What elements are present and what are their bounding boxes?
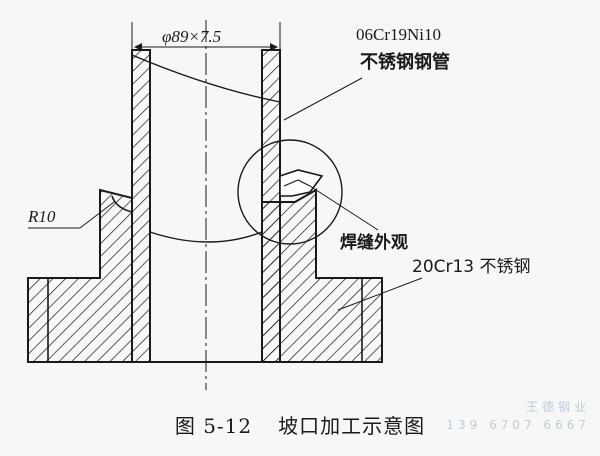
weld-callout: 焊缝外观 — [309, 185, 408, 253]
diameter-dimension: φ89×7.5 — [131, 22, 281, 52]
flange-body — [27, 188, 383, 363]
flange-material-callout: 20Cr13 不锈钢 — [337, 257, 531, 311]
flange-material-label: 20Cr13 不锈钢 — [412, 257, 531, 277]
r10-fillet — [111, 195, 133, 213]
watermark: 王德钢业 139 6707 6667 — [446, 398, 590, 434]
radius-callout: R10 — [27, 201, 115, 229]
radius-label: R10 — [27, 207, 56, 226]
stainless-pipe — [131, 20, 281, 390]
diameter-label: φ89×7.5 — [162, 27, 221, 46]
weld-label: 焊缝外观 — [340, 232, 408, 253]
pipe-material-name: 不锈钢钢管 — [360, 51, 450, 73]
figure-caption: 图 5-12 坡口加工示意图 — [0, 410, 600, 439]
weld-bead — [279, 169, 324, 197]
pipe-material-callout: 06Cr19Ni10 不锈钢钢管 — [283, 25, 450, 121]
watermark-company: 王德钢业 — [525, 400, 590, 414]
caption-number: 图 5-12 — [174, 414, 253, 438]
groove-machining-diagram: φ89×7.5 06Cr19Ni10 不锈钢钢管 R10 焊缝外观 20Cr13… — [27, 20, 531, 390]
weld-detail-circle — [237, 139, 343, 245]
watermark-phone: 139 6707 6667 — [446, 418, 590, 432]
caption-title: 坡口加工示意图 — [278, 414, 426, 438]
pipe-material-code: 06Cr19Ni10 — [356, 25, 441, 44]
